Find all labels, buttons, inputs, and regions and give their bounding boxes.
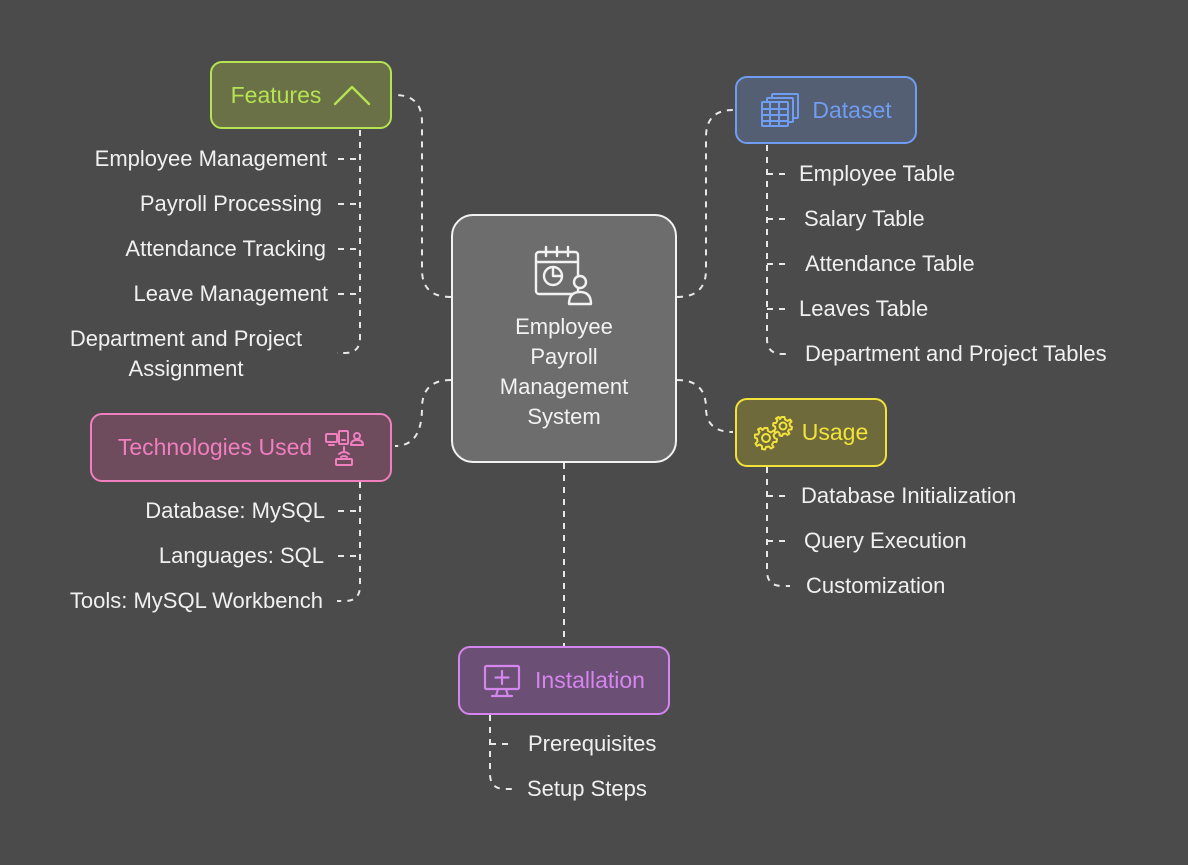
- calendar-chart-person-icon: [533, 244, 595, 306]
- usage-item: Query Execution: [804, 528, 967, 553]
- technologies-item: Database: MySQL: [145, 498, 325, 523]
- usage-item: Database Initialization: [801, 483, 1017, 508]
- installation-node[interactable]: Installation: [458, 646, 670, 715]
- technologies-item: Languages: SQL: [158, 543, 324, 568]
- features-label: Features: [230, 81, 322, 108]
- central-topic-node[interactable]: Employee Payroll Management System: [451, 214, 677, 463]
- features-item: Attendance Tracking: [125, 236, 326, 261]
- monitor-plus-icon: [483, 664, 521, 698]
- gears-icon: [753, 415, 794, 451]
- usage-label: Usage: [801, 419, 869, 445]
- dataset-label: Dataset: [812, 96, 892, 123]
- installation-item: Prerequisites: [528, 731, 657, 756]
- dataset-node[interactable]: Dataset: [735, 76, 917, 144]
- central-topic-title: Employee Payroll Management System: [499, 314, 629, 429]
- chevron-up-icon: [333, 84, 371, 106]
- features-item: Department and Project Assignment: [69, 326, 303, 381]
- dataset-item: Salary Table: [804, 206, 925, 231]
- installation-item: Setup Steps: [527, 776, 647, 801]
- features-item: Payroll Processing: [139, 191, 322, 216]
- technologies-used-node[interactable]: Technologies Used: [90, 413, 392, 482]
- installation-label: Installation: [535, 667, 645, 693]
- technologies-used-label: Technologies Used: [117, 434, 313, 460]
- dataset-item: Attendance Table: [805, 251, 975, 276]
- dataset-item: Leaves Table: [799, 296, 929, 321]
- features-item: Employee Management: [94, 146, 327, 171]
- dataset-item: Department and Project Tables: [805, 341, 1107, 366]
- dataset-item: Employee Table: [799, 161, 956, 186]
- devices-network-icon: [324, 429, 365, 467]
- usage-item: Customization: [806, 573, 946, 598]
- table-stack-icon: [760, 92, 800, 128]
- usage-node[interactable]: Usage: [735, 398, 887, 467]
- technologies-item: Tools: MySQL Workbench: [69, 588, 323, 613]
- features-node[interactable]: Features: [210, 61, 392, 129]
- features-item: Leave Management: [133, 281, 328, 306]
